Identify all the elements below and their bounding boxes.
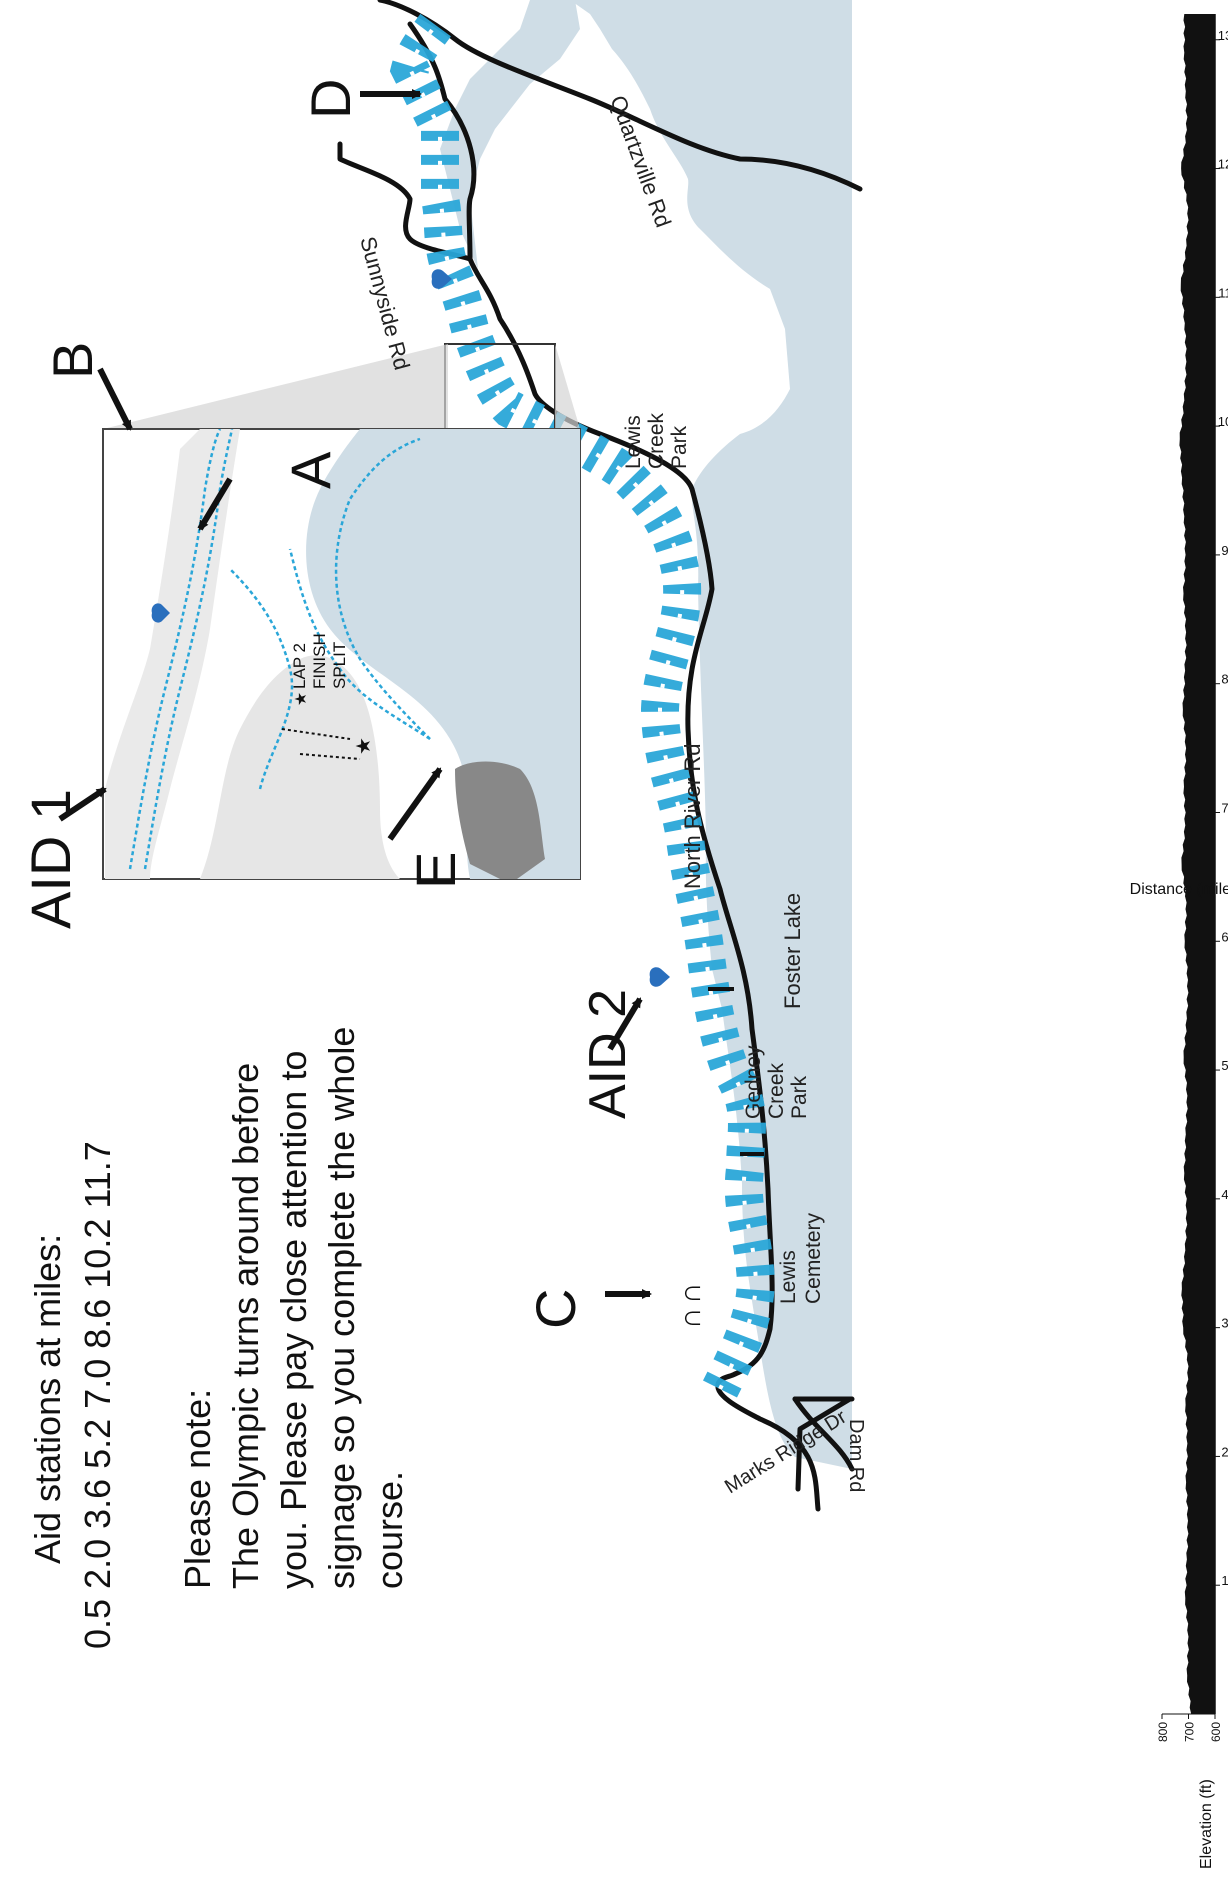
sunnyside-road — [337, 141, 473, 262]
north-river-road-label: North River Rd — [680, 744, 705, 889]
b-arrow — [97, 367, 133, 431]
dam-road-label: Dam Rd — [845, 1419, 867, 1492]
course-markers: AID 1 AID 2 A B C D E — [19, 79, 637, 1329]
inset-finish-star-upper: ★ — [293, 692, 310, 706]
inset-connector-upper — [103, 344, 448, 429]
lewis-creek-park-label-3: Park — [668, 425, 691, 469]
x-tick-label: 12 — [1218, 157, 1228, 172]
note-line-3: signage so you complete the whole — [321, 1027, 362, 1589]
note-title: Please note: — [177, 1389, 218, 1589]
lewis-cemetery-label-2: Cemetery — [802, 1212, 825, 1304]
x-tick-label: 1 — [1221, 1573, 1228, 1588]
aid-water-drop-icon — [431, 269, 452, 289]
sunnyside-road-label: Sunnyside Rd — [355, 234, 415, 373]
aid-1-arrow — [58, 786, 107, 822]
y-tick-label: 800 — [1156, 1722, 1170, 1742]
elevation-y-axis-label: Elevation (ft) — [1198, 1779, 1215, 1869]
aid-1-water-drop-icon — [151, 603, 170, 623]
inset-route — [128, 429, 431, 870]
inset-connector-lower — [555, 344, 580, 429]
elevation-area — [1179, 14, 1215, 1714]
foster-lake-water — [440, 0, 852, 1469]
gedney-creek-park-label-3: Park — [788, 1075, 811, 1119]
x-tick-label: 13 — [1218, 28, 1228, 43]
marker-e-label: E — [404, 852, 467, 889]
x-tick-label: 4 — [1221, 1187, 1228, 1202]
gedney-creek-park-label-2: Creek — [765, 1062, 788, 1119]
lewis-creek-park-label-1: Lewis — [622, 415, 645, 469]
elevation-y-ticks: 600 700 800 — [1156, 1714, 1223, 1742]
road-ticks — [708, 987, 764, 1156]
aid-2-water-drop-icon — [649, 967, 670, 987]
pointer-arrows — [58, 89, 652, 1299]
e-arrow — [387, 767, 443, 841]
x-tick-label: 10 — [1218, 414, 1228, 429]
lewis-cemetery-label-1: Lewis — [777, 1250, 800, 1304]
x-tick-label: 6 — [1221, 929, 1228, 944]
marker-a-label: A — [279, 451, 342, 489]
marks-ridge-drive — [715, 1371, 821, 1512]
y-tick-label: 600 — [1209, 1722, 1223, 1742]
inset-boat-ramp — [455, 761, 545, 879]
u-turn-icon: ∩ — [674, 1307, 707, 1329]
x-tick-label: 3 — [1221, 1316, 1228, 1331]
aid-stations-miles: 0.5 2.0 3.6 5.2 7.0 8.6 10.2 11.7 — [77, 1141, 118, 1649]
finish-label-line-2: FINISH — [310, 633, 329, 689]
foster-lake-label: Foster Lake — [780, 893, 805, 1009]
aid-2-arrow — [607, 997, 643, 1051]
x-tick-label: 8 — [1221, 672, 1228, 687]
start-finish-inset: ★ ★ LAP 2 FINISH SPLIT — [102, 428, 581, 880]
inset-finish-chute-2 — [299, 753, 361, 760]
lap-2-finish-split-label: LAP 2 FINISH SPLIT — [290, 633, 349, 689]
marker-b-label: B — [41, 342, 104, 379]
lewis-creek-park-label-2: Creek — [645, 412, 668, 469]
x-tick-label: 9 — [1221, 543, 1228, 558]
marks-ridge-drive-lower — [792, 1396, 855, 1472]
x-tick-label: 5 — [1221, 1058, 1228, 1073]
aid-2-label: AID 2 — [579, 989, 637, 1119]
finish-label-line-3: SPLIT — [330, 642, 349, 689]
marker-c-label: C — [524, 1289, 587, 1329]
marker-d-label: D — [299, 79, 362, 119]
inset-finish-star-lower: ★ — [353, 737, 375, 755]
finish-label-line-1: LAP 2 — [290, 643, 309, 689]
aid-stations-heading: Aid stations at miles: — [27, 1234, 68, 1564]
x-tick-label: 11 — [1218, 285, 1228, 300]
inset-parking-area — [200, 655, 400, 879]
x-tick-label: 2 — [1221, 1444, 1228, 1459]
note-line-4: course. — [369, 1471, 410, 1589]
a-arrow — [197, 477, 233, 531]
u-turn-icon-2: ∩ — [674, 1282, 707, 1304]
note-line-1: The Olympic turns around before — [225, 1063, 266, 1589]
quartzville-road — [377, 0, 863, 192]
elevation-x-ticks: 12345678910111213 — [1215, 28, 1228, 1588]
note-line-2: you. Please pay close attention to — [273, 1051, 314, 1589]
y-tick-label: 700 — [1183, 1722, 1197, 1742]
elevation-x-axis-label: Distance (miles) — [1130, 881, 1228, 898]
aid-1-label: AID 1 — [19, 789, 82, 929]
gedney-creek-park-label-1: Gedney — [742, 1045, 765, 1119]
info-text-block: Aid stations at miles: 0.5 2.0 3.6 5.2 7… — [27, 1027, 410, 1649]
dam-road — [795, 1396, 853, 1492]
x-tick-label: 7 — [1221, 800, 1228, 815]
